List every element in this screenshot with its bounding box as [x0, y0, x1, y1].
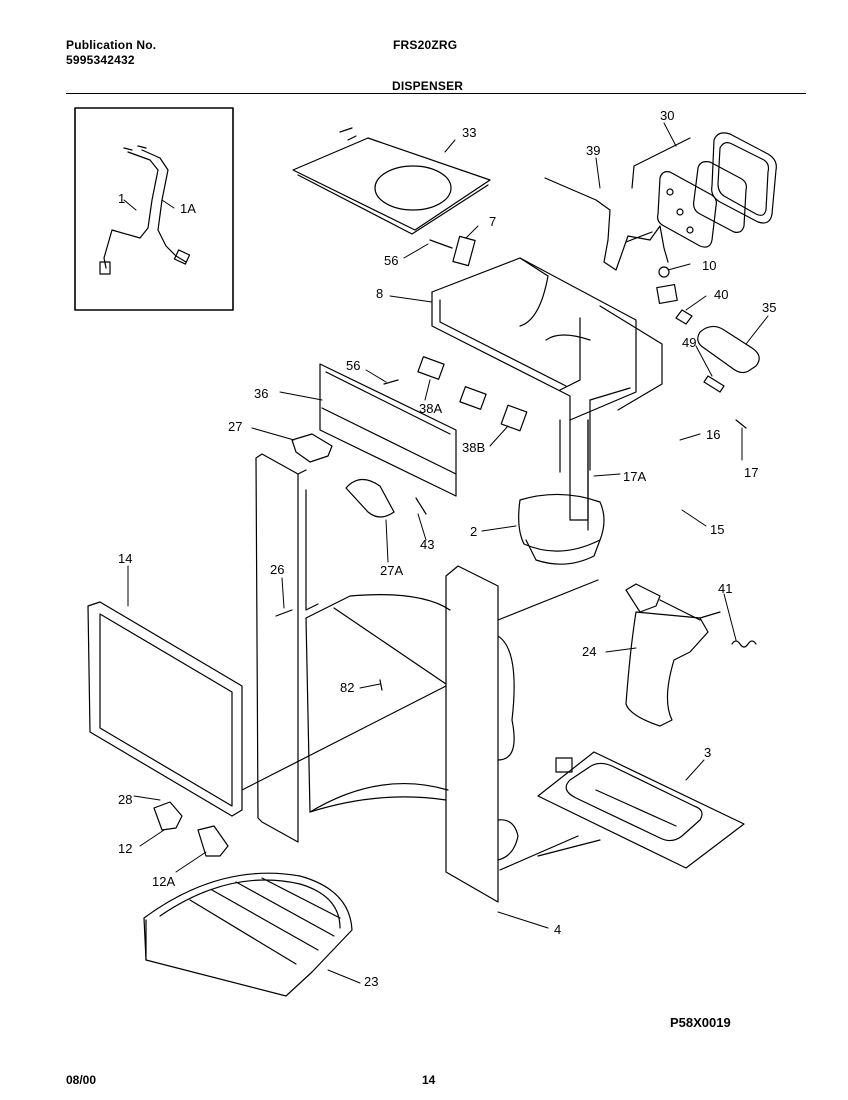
deflector-27a-icon — [345, 478, 395, 518]
callout-27a: 27A — [380, 563, 403, 578]
socket-parts-icon — [656, 266, 760, 429]
callout-35: 35 — [762, 300, 776, 315]
callout-36: 36 — [254, 386, 268, 401]
callout-16: 16 — [706, 427, 720, 442]
page-number: 14 — [422, 1073, 436, 1087]
wire-harness-icon — [99, 145, 191, 275]
dispenser-housing-icon — [431, 257, 663, 473]
spring-41-icon — [731, 640, 757, 648]
callout-10: 10 — [702, 258, 716, 273]
callout-38a: 38A — [419, 401, 442, 416]
clip-12a-icon — [197, 825, 229, 857]
left-side-panel-icon — [255, 453, 319, 843]
callout-17a: 17A — [623, 469, 646, 484]
right-side-panel-icon — [445, 565, 519, 903]
callout-4: 4 — [554, 922, 561, 937]
callout-17: 17 — [744, 465, 758, 480]
callout-56a: 56 — [384, 253, 398, 268]
callout-41: 41 — [718, 581, 732, 596]
callout-1: 1 — [118, 191, 125, 206]
callout-28: 28 — [118, 792, 132, 807]
publication-label: Publication No. — [66, 38, 157, 52]
inset-box — [74, 107, 234, 311]
callout-43: 43 — [420, 537, 434, 552]
callout-49: 49 — [682, 335, 696, 350]
callout-40: 40 — [714, 287, 728, 302]
callout-12: 12 — [118, 841, 132, 856]
drip-tray-icon — [143, 872, 353, 997]
switch-icon — [383, 235, 528, 432]
publication-number: 5995342432 — [66, 53, 135, 67]
callout-14: 14 — [118, 551, 132, 566]
callout-33: 33 — [462, 125, 476, 140]
heater-plate-icon — [537, 751, 745, 869]
callout-8: 8 — [376, 286, 383, 301]
header-rule — [66, 93, 806, 94]
callout-15: 15 — [710, 522, 724, 537]
leader-lines — [123, 122, 769, 984]
top-cover-plate-icon — [292, 127, 491, 235]
control-panel-plate-icon — [319, 363, 457, 497]
figure-id: P58X0019 — [670, 1015, 731, 1030]
actuator-arm-icon — [625, 583, 721, 727]
callout-labels: 1 1A 33 30 39 7 56 10 8 40 35 49 56 36 3… — [118, 108, 776, 989]
section-title: DISPENSER — [392, 79, 464, 93]
column-icon — [518, 419, 605, 565]
callout-27: 27 — [228, 419, 242, 434]
door-panel-icon — [87, 601, 243, 817]
callout-38b: 38B — [462, 440, 485, 455]
clip-27-icon — [291, 433, 333, 463]
callout-2: 2 — [470, 524, 477, 539]
footer-date: 08/00 — [66, 1073, 97, 1087]
callout-7: 7 — [489, 214, 496, 229]
callout-30: 30 — [660, 108, 674, 123]
callout-39: 39 — [586, 143, 600, 158]
callout-24: 24 — [582, 644, 596, 659]
callout-56b: 56 — [346, 358, 360, 373]
callout-23: 23 — [364, 974, 378, 989]
bracket-30 — [631, 137, 691, 189]
callout-3: 3 — [704, 745, 711, 760]
callout-1a: 1A — [180, 201, 196, 216]
lens-cover-icon — [657, 132, 777, 248]
clip-12-icon — [153, 801, 183, 831]
back-frame-icon — [305, 594, 451, 813]
harness-39-icon — [544, 177, 669, 271]
callout-26: 26 — [270, 562, 284, 577]
model-number: FRS20ZRG — [393, 38, 458, 52]
callout-12a: 12A — [152, 874, 175, 889]
callout-82: 82 — [340, 680, 354, 695]
